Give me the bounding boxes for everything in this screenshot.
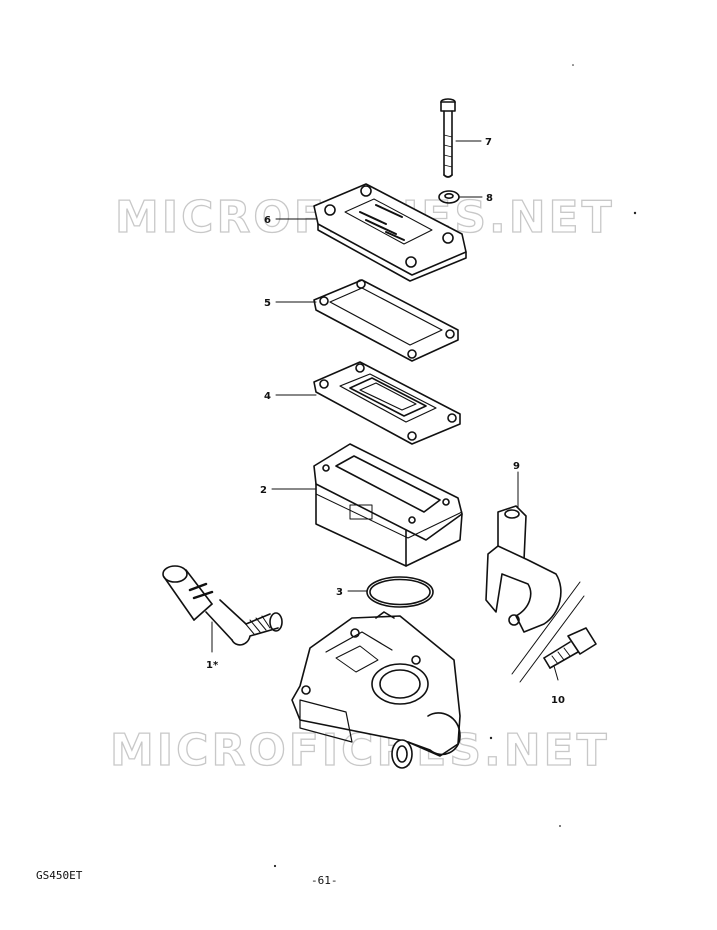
part-6-cover [313, 183, 467, 282]
callout-6: 6 [264, 215, 271, 226]
part-10-bolt [543, 627, 597, 669]
callout-1: 1* [206, 660, 219, 671]
page-number: -61- [311, 874, 338, 887]
master-cylinder-body [291, 611, 461, 769]
part-9-clamp [485, 505, 585, 683]
callout-5: 5 [264, 298, 271, 309]
callout-10: 10 [551, 695, 565, 706]
callout-labels: 7 8 6 5 4 2 3 1* 9 10 [206, 137, 565, 706]
part-4-diaphragm [313, 361, 461, 445]
callout-8: 8 [486, 193, 493, 204]
part-3-o-ring [366, 576, 434, 608]
callout-2: 2 [260, 485, 267, 496]
leader-lines [211, 140, 559, 681]
callout-4: 4 [264, 391, 271, 402]
callout-7: 7 [485, 137, 492, 148]
part-5-gasket [313, 279, 459, 362]
scan-specks [273, 64, 637, 868]
callout-3: 3 [336, 587, 343, 598]
watermark-bottom: MICROFICHES.NET [110, 725, 610, 776]
part-1-piston [162, 565, 283, 646]
part-2-reservoir [313, 443, 463, 567]
model-code: GS450ET [36, 869, 83, 882]
callout-9: 9 [513, 461, 520, 472]
part-7-screw [440, 98, 456, 178]
